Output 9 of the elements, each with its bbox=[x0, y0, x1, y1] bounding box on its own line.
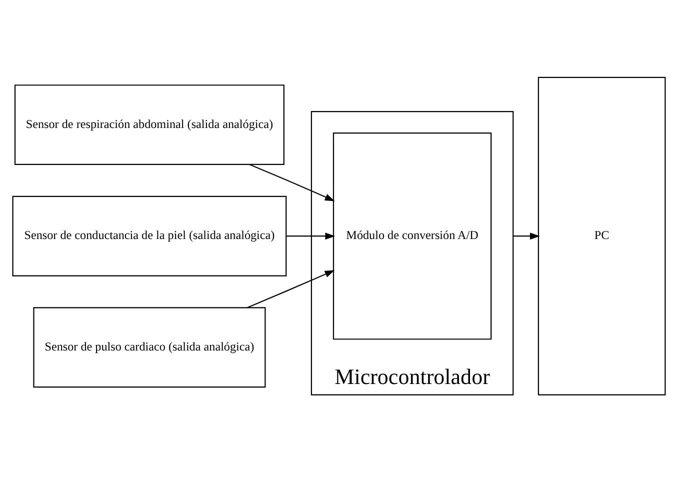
node-box: Sensor de respiración abdominal (salida analógica) bbox=[14, 84, 284, 166]
arrow bbox=[286, 232, 336, 240]
arrow bbox=[247, 270, 335, 308]
node-box: Sensor de pulso cardiaco (salida analógica) bbox=[33, 307, 266, 388]
node-box: PC bbox=[538, 76, 666, 396]
arrow bbox=[249, 164, 335, 202]
node-box: Sensor de conductancia de la piel (salida analógica) bbox=[12, 196, 287, 276]
node-box: Módulo de conversión A/D bbox=[332, 132, 492, 340]
arrow bbox=[513, 232, 540, 240]
